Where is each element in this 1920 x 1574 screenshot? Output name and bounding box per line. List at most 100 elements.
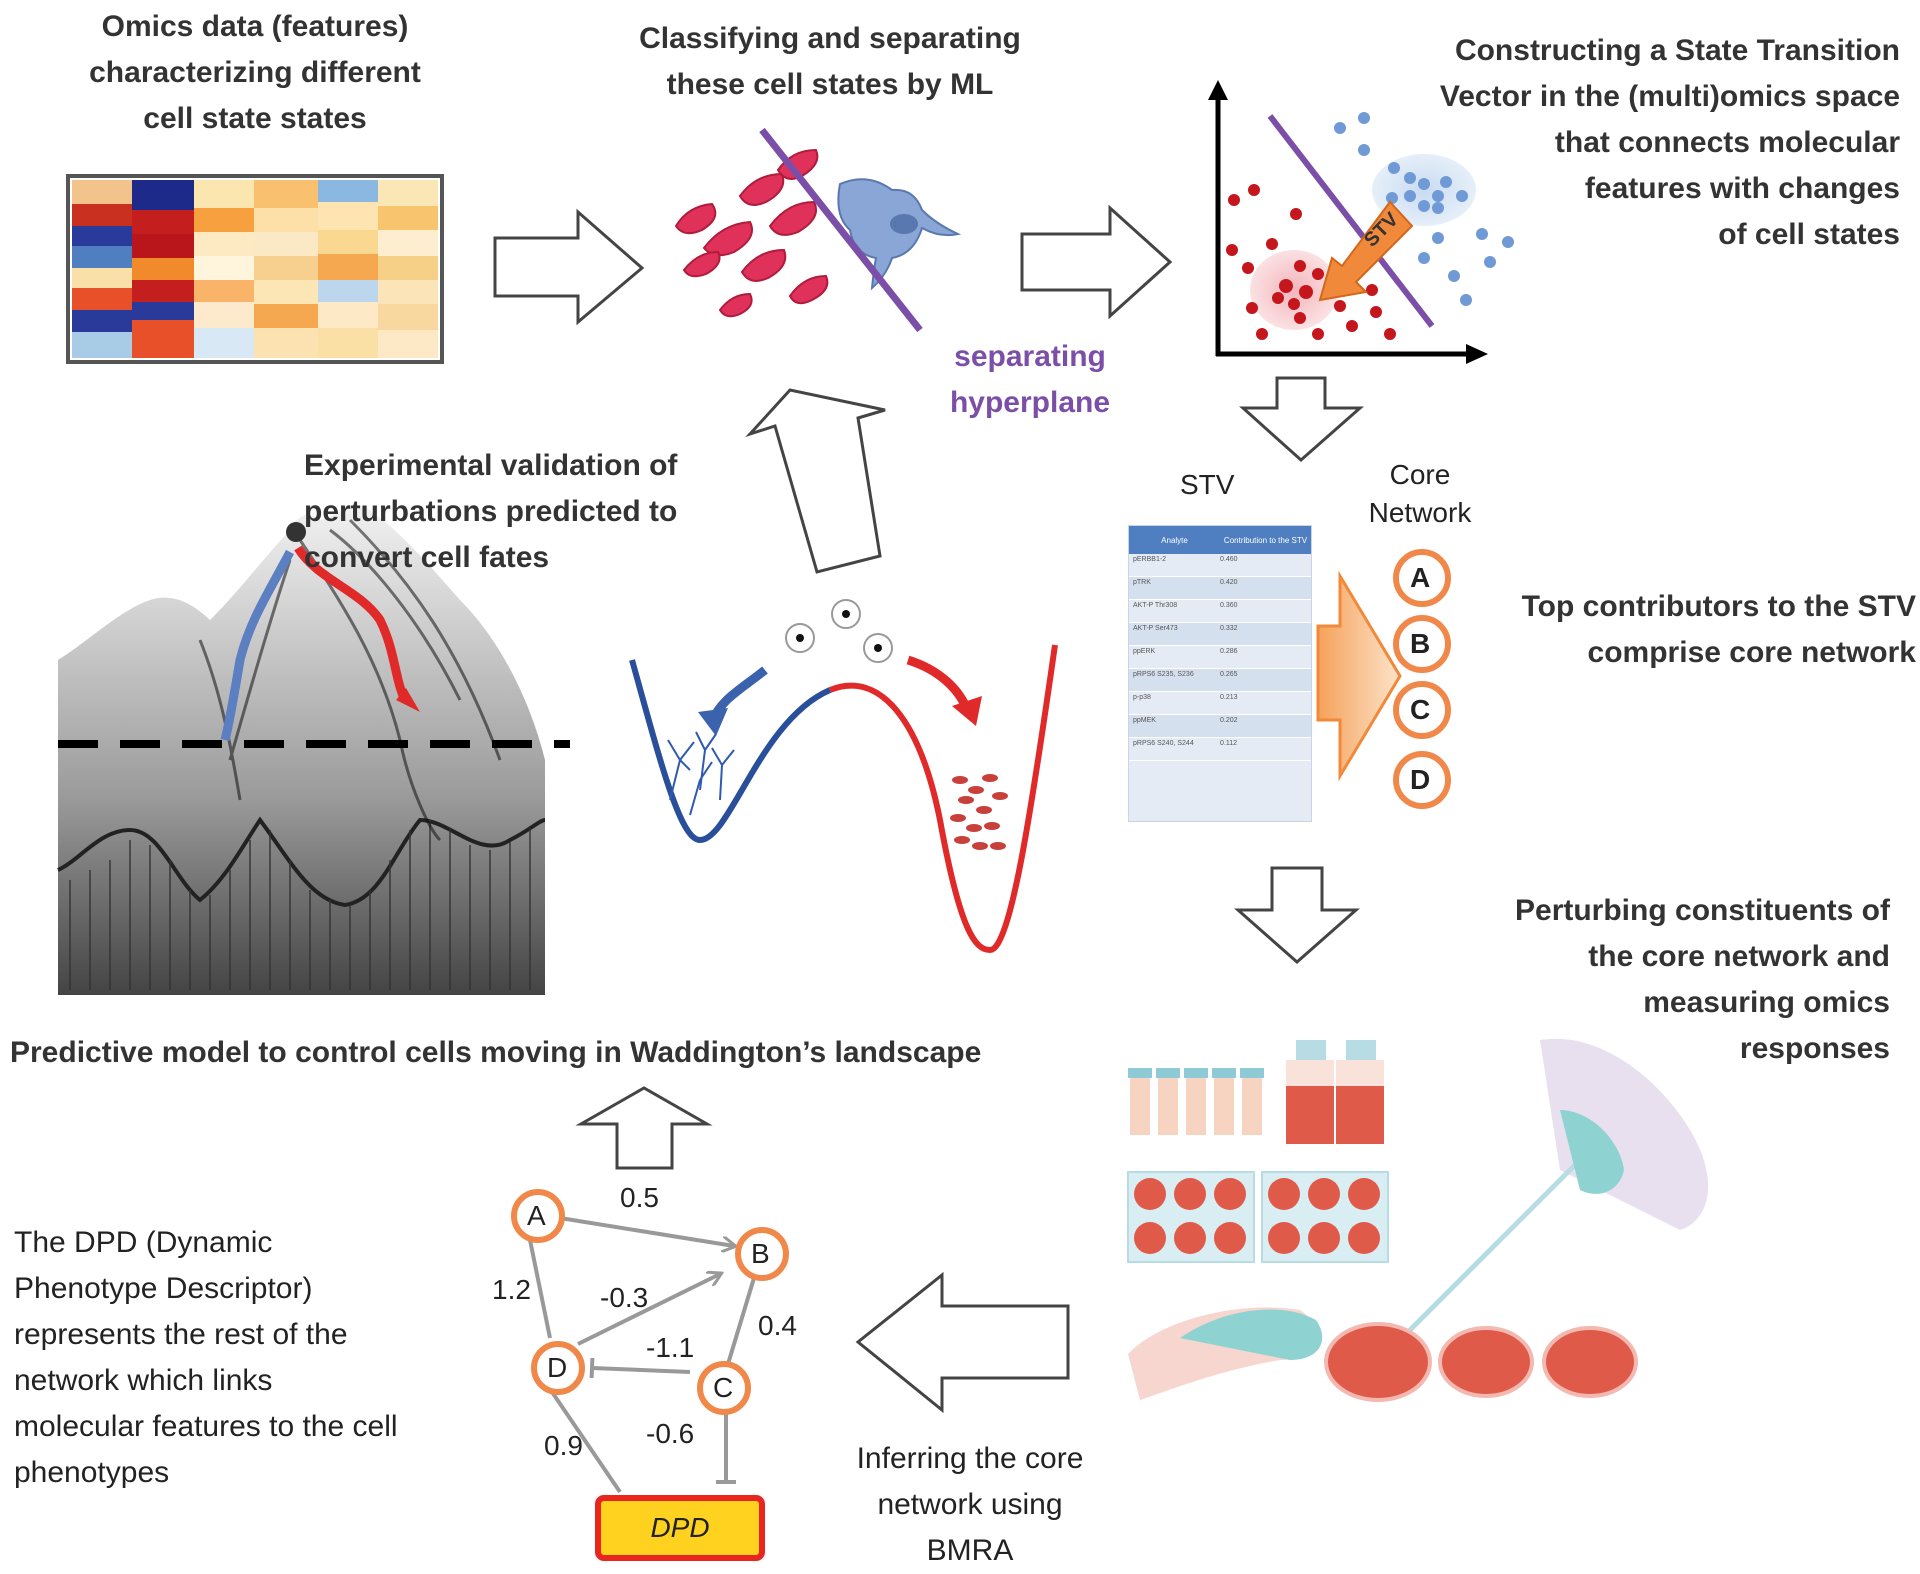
table-row: pRPS6 S235, S236 0.265: [1129, 669, 1311, 692]
weight-c-dpd: -0.6: [646, 1418, 695, 1449]
stv-contribution-table: Analyte Contribution to the STV pERBB1-2…: [1128, 525, 1312, 822]
predictive-model-caption: Predictive model to control cells moving…: [10, 1036, 982, 1069]
well-plates: [1127, 1171, 1389, 1263]
stv-table-col-analyte: Analyte: [1161, 535, 1188, 545]
core-network-title-line: Core: [1389, 459, 1451, 490]
stv-scatter-plot: [1208, 80, 1514, 364]
red-cells: [674, 148, 829, 318]
table-row: pERBB1-2 0.460: [1129, 554, 1311, 577]
media-bottles: [1286, 1040, 1384, 1144]
dpd-caption: The DPD (Dynamic Phenotype Descriptor) r…: [14, 1220, 484, 1496]
analyte-cell: pRPS6 S235, S236: [1133, 671, 1194, 678]
core-node-b-label: B: [1410, 628, 1431, 659]
infer-caption: Inferring the core network using BMRA: [820, 1436, 1120, 1574]
construct-caption-line: of cell states: [1718, 218, 1900, 251]
weight-a-b: 0.5: [620, 1182, 659, 1213]
flow-arrows: [493, 204, 1364, 1414]
dishes: [1128, 1307, 1638, 1402]
omics-caption-line: characterizing different: [89, 56, 421, 89]
network-node-c: C: [713, 1372, 734, 1403]
tube-rack: [1128, 1068, 1264, 1135]
perturb-caption-line: measuring omics: [1643, 986, 1890, 1019]
arrow-down-2: [1234, 866, 1360, 964]
dpd-caption-line: represents the rest of the: [14, 1318, 348, 1351]
arrow-right-2: [1020, 204, 1173, 320]
dpd-caption-line: network which links: [14, 1364, 273, 1397]
pipette: [1398, 1038, 1709, 1342]
value-cell: 0.213: [1220, 694, 1238, 701]
construct-caption-line: that connects molecular: [1554, 126, 1900, 159]
table-row: ppERK 0.286: [1129, 646, 1311, 669]
validation-caption: Experimental validation of perturbations…: [304, 443, 744, 581]
value-cell: 0.360: [1220, 602, 1238, 609]
bmra-network-edges: [528, 1216, 756, 1494]
weight-a-d: 1.2: [492, 1274, 531, 1305]
network-node-d: D: [547, 1352, 568, 1383]
stv-table-header: Analyte Contribution to the STV: [1129, 526, 1311, 554]
hyperplane-label-line: separating: [954, 340, 1106, 373]
value-cell: 0.202: [1220, 717, 1238, 724]
dpd-caption-line: Phenotype Descriptor): [14, 1272, 313, 1305]
classify-caption-line: Classifying and separating: [639, 22, 1021, 55]
core-node-a-label: A: [1410, 562, 1431, 593]
stv-table-title: STV: [1180, 469, 1235, 500]
dpd-node-label: DPD: [650, 1512, 710, 1543]
top-contributors-line: comprise core network: [1587, 636, 1916, 669]
infer-caption-line: BMRA: [926, 1534, 1014, 1567]
value-cell: 0.460: [1220, 556, 1238, 563]
hyperplane-line: [759, 127, 923, 333]
value-cell: 0.112: [1220, 740, 1237, 747]
contributor-arrow: [1316, 570, 1402, 782]
bmra-network-nodes: [511, 1189, 789, 1415]
validation-caption-line: perturbations predicted to: [304, 495, 678, 528]
energy-well: [629, 599, 1058, 954]
perturb-caption: Perturbing constituents of the core netw…: [1420, 888, 1890, 1072]
value-cell: 0.332: [1220, 625, 1238, 632]
analyte-cell: pTRK: [1133, 579, 1151, 586]
weight-d-dpd: 0.9: [544, 1430, 583, 1461]
construct-caption-line: Vector in the (multi)omics space: [1439, 80, 1900, 113]
arrow-up-1: [745, 388, 886, 574]
value-cell: 0.286: [1220, 648, 1238, 655]
perturb-caption-line: the core network and: [1588, 940, 1890, 973]
construct-caption: Constructing a State Transition Vector i…: [1380, 28, 1900, 258]
dpd-caption-line: molecular features to the cell: [14, 1410, 398, 1443]
omics-caption: Omics data (features) characterizing dif…: [55, 4, 455, 142]
perturb-caption-line: Perturbing constituents of: [1515, 894, 1890, 927]
value-cell: 0.265: [1220, 671, 1238, 678]
top-contributors-line: Top contributors to the STV: [1521, 590, 1916, 623]
arrow-down-1: [1239, 376, 1364, 463]
analyte-cell: ppMEK: [1133, 717, 1156, 724]
top-contributors-caption: Top contributors to the STV comprise cor…: [1420, 584, 1916, 676]
construct-caption-line: features with changes: [1584, 172, 1900, 205]
hyperplane-label-line: hyperplane: [949, 386, 1111, 419]
classify-caption: Classifying and separating these cell st…: [610, 16, 1050, 108]
omics-caption-line: Omics data (features): [101, 10, 409, 43]
blue-cell: [837, 178, 962, 291]
analyte-cell: ppERK: [1133, 648, 1156, 655]
weight-c-d: -1.1: [646, 1332, 695, 1363]
perturb-caption-line: responses: [1739, 1032, 1890, 1065]
analyte-cell: pERBB1-2: [1133, 556, 1167, 563]
stv-table-col-contribution: Contribution to the STV: [1223, 535, 1308, 545]
weight-b-c: 0.4: [758, 1310, 797, 1341]
validation-caption-line: Experimental validation of: [304, 449, 678, 482]
core-node-c-label: C: [1410, 694, 1431, 725]
analyte-cell: p-p38: [1133, 694, 1151, 701]
infer-caption-line: network using: [877, 1488, 1063, 1521]
arrow-left-1: [855, 1271, 1070, 1414]
classify-caption-line: these cell states by ML: [666, 68, 994, 101]
core-node-d-label: D: [1410, 764, 1431, 795]
analyte-cell: AKT-P Thr308: [1133, 602, 1178, 609]
hyperplane-label: separating hyperplane: [920, 334, 1140, 426]
stv-arrow-shape: [1318, 200, 1414, 302]
arrow-up-2: [575, 1086, 713, 1170]
omics-heatmap: [66, 174, 444, 364]
core-network-title: Core Network: [1340, 456, 1500, 532]
table-row: AKT-P Ser473 0.332: [1129, 623, 1311, 646]
analyte-cell: AKT-P Ser473: [1133, 625, 1178, 632]
dpd-box: [595, 1495, 765, 1561]
